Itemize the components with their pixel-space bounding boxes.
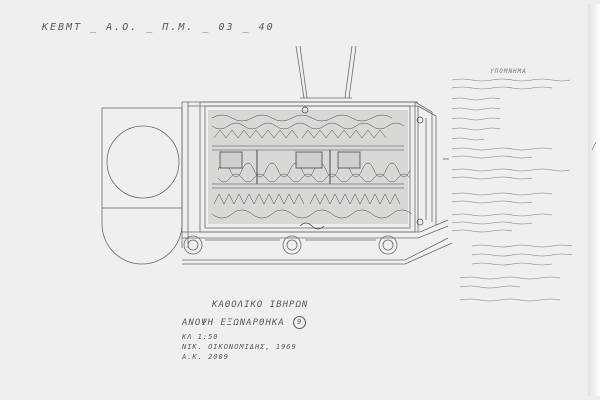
title-scale: ΚΛ 1:50 [182,333,219,341]
title-block: ΚΑΘΟΛΙΚΟ ΙΒΗΡΩΝ ΑΝΟΨΗ ΕΞΩΝΑΡΘΗΚΑ 9 ΚΛ 1:… [182,300,332,361]
title-drawing-name: ΑΝΟΨΗ ΕΞΩΝΑΡΘΗΚΑ [182,317,285,328]
archive-reference-code: ΚΕΒΜΤ _ Α.Ο. _ Π.Μ. _ 03 _ 40 [42,22,275,33]
legend-title: ΥΠΟΜΝΗΜΑ [490,68,527,75]
title-monument: ΚΑΘΟΛΙΚΟ ΙΒΗΡΩΝ [212,300,309,310]
fresco-interior [208,106,424,230]
narthex-walls [182,101,437,233]
sheet-number-circle: 9 [292,316,306,329]
title-archive-year: Α.Κ. 2009 [182,353,229,361]
title-drawing-row: ΑΝΟΨΗ ΕΞΩΝΑΡΘΗΚΑ 9 [182,316,332,329]
sheet-edge-shadow [588,4,600,396]
dome-plan [101,102,189,265]
title-author-year: ΝΙΚ. ΟΙΚΟΝΟΜΙΔΗΣ, 1969 [182,343,297,351]
entrance-roof-lines [295,45,357,103]
legend-notes [442,78,597,302]
colonnade [182,219,453,265]
